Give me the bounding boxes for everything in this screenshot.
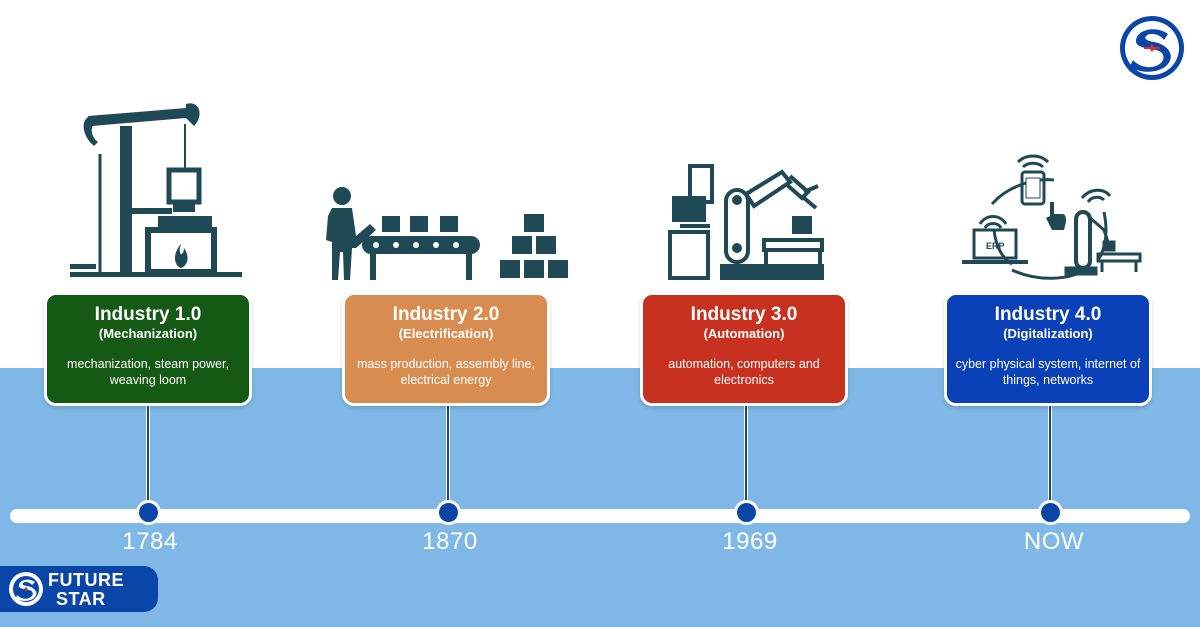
- stage-description: mechanization, steam power, weaving loom: [67, 357, 229, 387]
- stage-description: mass production, assembly line, electric…: [357, 357, 535, 387]
- robot-arm-icon: [668, 164, 824, 280]
- assembly-line-icon: [326, 187, 568, 280]
- timeline-dot-3: [734, 500, 759, 525]
- stage-subtitle: (Digitalization): [1003, 326, 1093, 341]
- stage-description: automation, computers and electronics: [668, 357, 820, 387]
- brand-word-future: FUTURE: [48, 570, 124, 590]
- stem-1: [146, 404, 150, 506]
- stage-card-4: Industry 4.0 (Digitalization) cyber phys…: [944, 292, 1152, 406]
- iot-network-icon: ERP: [962, 154, 1142, 280]
- steam-pump-icon: [70, 103, 242, 277]
- stage-description: cyber physical system, internet of thing…: [955, 357, 1141, 387]
- erp-label: ERP: [986, 241, 1005, 251]
- brand-word-star: STAR: [56, 589, 106, 609]
- stage-card-1: Industry 1.0 (Mechanization) mechanizati…: [44, 292, 252, 406]
- stem-4: [1048, 404, 1052, 506]
- year-label-1: 1784: [122, 528, 178, 555]
- year-label-4: NOW: [1023, 528, 1085, 555]
- stage-card-3: Industry 3.0 (Automation) automation, co…: [640, 292, 848, 406]
- stage-title: Industry 4.0: [994, 304, 1102, 325]
- year-label-2: 1870: [422, 528, 478, 555]
- future-star-logo-icon: [1120, 16, 1184, 80]
- stage-subtitle: (Electrification): [398, 326, 494, 341]
- stage-card-2: Industry 2.0 (Electrification) mass prod…: [342, 292, 550, 406]
- stage-title: Industry 1.0: [94, 304, 202, 325]
- timeline-line: [10, 509, 1190, 523]
- timeline-dot-4: [1038, 500, 1063, 525]
- stage-title: Industry 2.0: [392, 304, 500, 325]
- stem-2: [446, 404, 450, 506]
- timeline-dot-2: [436, 500, 461, 525]
- stage-subtitle: (Automation): [703, 326, 785, 341]
- brand-badge[interactable]: FUTURE STAR: [0, 566, 158, 612]
- stem-3: [744, 404, 748, 506]
- stage-subtitle: (Mechanization): [98, 326, 198, 341]
- year-label-3: 1969: [722, 528, 778, 555]
- timeline-band: [0, 368, 1200, 627]
- timeline-dot-1: [136, 500, 161, 525]
- stage-title: Industry 3.0: [690, 304, 798, 325]
- brand-mark-icon: [9, 572, 43, 606]
